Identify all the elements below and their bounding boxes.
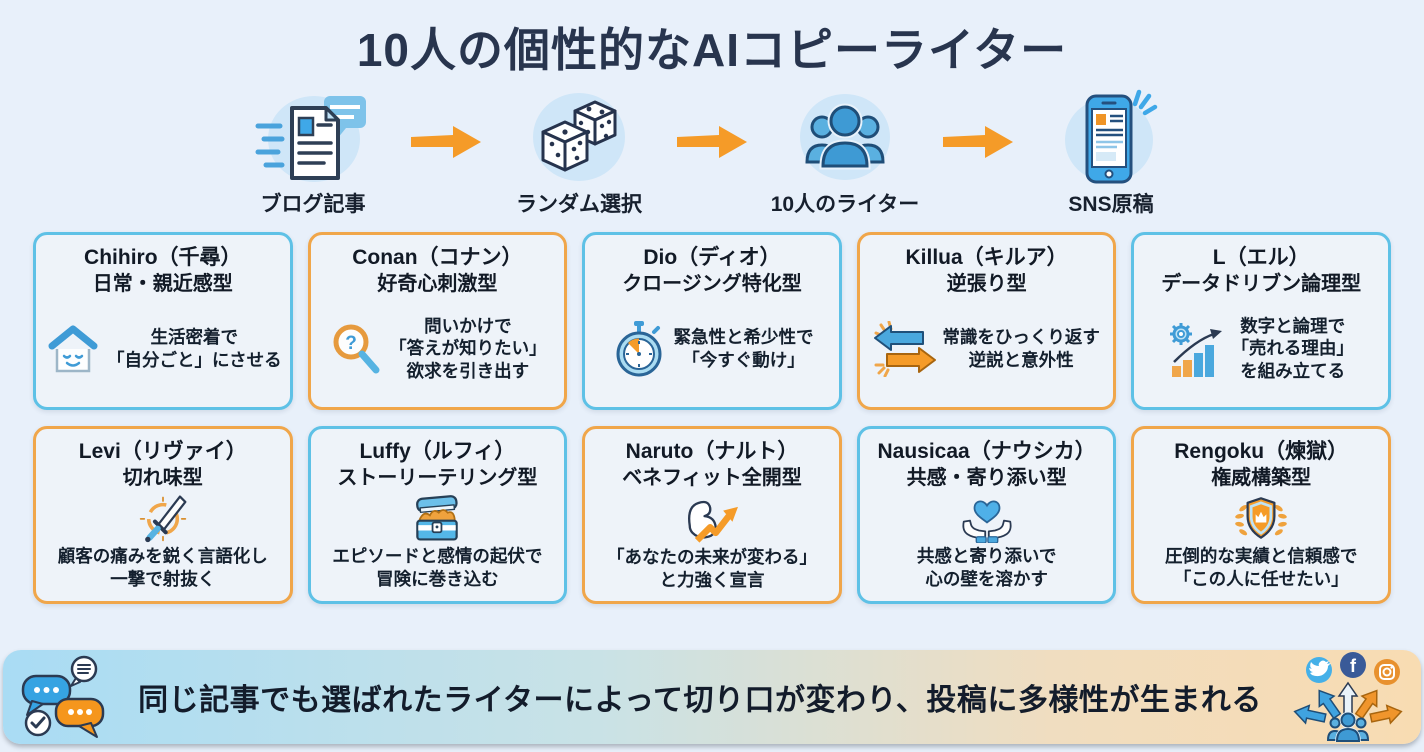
card-type: クロージング特化型	[622, 273, 802, 296]
card-desc: 共感と寄り添いで 心の壁を溶かす	[916, 545, 1057, 589]
sword-icon	[139, 495, 187, 542]
svg-text:f: f	[1350, 656, 1357, 676]
flow-arrow-icon	[943, 126, 1013, 158]
card-rengoku: Rengoku（煉獄） 権威構築型	[1131, 426, 1391, 604]
card-type: 好奇心刺激型	[377, 273, 498, 296]
card-type: ストーリーテリング型	[337, 467, 538, 490]
card-levi: Levi（リヴァイ） 切れ味型 顧客の痛みを鋭く言語化し 一撃で射抜く	[33, 426, 293, 604]
card-name: Chihiro（千尋）	[84, 246, 242, 269]
svg-text:?: ?	[345, 333, 357, 354]
card-luffy: Luffy（ルフィ） ストーリーテリング型 エピソードと感情の起伏で 冒険に巻き…	[307, 426, 568, 604]
chat-bubbles-icon	[21, 655, 105, 738]
card-name: Luffy（ルフィ）	[359, 440, 516, 463]
card-chihiro: Chihiro（千尋） 日常・親近感型 生活密着で 「自分ごと」にさせる	[33, 232, 293, 410]
card-nausicaa: Nausicaa（ナウシカ） 共感・寄り添い型 共感と寄り添いで 心の壁を溶かす	[856, 426, 1117, 604]
card-name: Killua（キルア）	[905, 246, 1068, 269]
footer-message: 同じ記事でも選ばれたライターによって切り口が変わり、投稿に多様性が生まれる	[138, 684, 1262, 717]
card-type: 共感・寄り添い型	[906, 467, 1067, 490]
writer-cards-row-2: Levi（リヴァイ） 切れ味型 顧客の痛みを鋭く言語化し 一撃で射抜く	[33, 426, 1391, 604]
flow-arrow-icon	[677, 126, 747, 158]
card-conan: Conan（コナン） 好奇心刺激型 ? 問いかけで 「答えが知りたい」 欲求を引…	[307, 232, 568, 410]
card-desc: 生活密着で 「自分ごと」にさせる	[106, 326, 282, 370]
card-l: L（エル） データドリブン論理型	[1131, 232, 1391, 410]
card-type: 逆張り型	[946, 273, 1027, 296]
card-name: Nausicaa（ナウシカ）	[877, 440, 1096, 463]
card-naruto: Naruto（ナルト） ベネフィット全開型 「あなたの未来が変わる」 と力強く宣…	[582, 426, 842, 604]
card-type: 権威構築型	[1211, 467, 1312, 490]
flow-label-blog-article: ブログ記事	[260, 193, 366, 216]
smartphone-icon	[1065, 89, 1158, 184]
shield-crown-icon	[1235, 497, 1288, 539]
house-smile-icon	[48, 325, 98, 372]
writers-group-icon	[800, 94, 890, 180]
page-title: 10人の個性的なAIコピーライター	[356, 24, 1068, 76]
flow-step-sns-draft: SNS原稿	[1023, 82, 1199, 218]
card-name: Levi（リヴァイ）	[78, 440, 247, 463]
chart-gear-icon	[1170, 322, 1223, 377]
card-name: Naruto（ナルト）	[625, 440, 799, 463]
people-group-icon	[1326, 711, 1370, 742]
card-desc: 緊急性と希少性で 「今すぐ動け」	[673, 326, 814, 370]
writer-cards-row-1: Chihiro（千尋） 日常・親近感型 生活密着で 「自分ごと」にさせる Con…	[33, 232, 1391, 410]
card-name: Dio（ディオ）	[643, 246, 781, 269]
footer-banner: 同じ記事でも選ばれたライターによって切り口が変わり、投稿に多様性が生まれる f	[3, 650, 1421, 744]
flow-label-ten-writers: 10人のライター	[770, 193, 920, 216]
treasure-chest-icon	[416, 494, 459, 541]
flow-arrow-icon	[411, 126, 481, 158]
card-desc: 顧客の痛みを鋭く言語化し 一撃で射抜く	[57, 545, 268, 589]
flow-label-random-selection: ランダム選択	[516, 193, 642, 216]
card-desc: 数字と論理で 「売れる理由」 を組み立てる	[1231, 315, 1354, 382]
stopwatch-icon	[616, 320, 662, 377]
card-name: Conan（コナン）	[352, 246, 523, 269]
facebook-icon	[1340, 652, 1366, 678]
instagram-icon	[1374, 659, 1400, 685]
card-desc: 圧倒的な実績と信頼感で 「この人に任せたい」	[1164, 545, 1358, 589]
card-desc: エピソードと感情の起伏で 冒険に巻き込む	[332, 545, 543, 589]
card-desc: 常識をひっくり返す 逆説と意外性	[942, 326, 1100, 370]
social-share-icon: f	[1293, 652, 1403, 742]
card-name: Rengoku（煉獄）	[1174, 440, 1349, 463]
card-type: データドリブン論理型	[1161, 273, 1362, 296]
flow-label-sns-draft: SNS原稿	[1068, 193, 1154, 216]
process-flow: ブログ記事	[0, 82, 1424, 218]
magnifier-question-icon: ?	[333, 324, 380, 374]
heart-hands-icon	[962, 500, 1012, 543]
card-type: 切れ味型	[122, 467, 203, 490]
blog-article-icon	[255, 96, 366, 182]
card-killua: Killua（キルア） 逆張り型 常識をひっくり返す 逆説と意外性	[856, 232, 1117, 410]
dice-icon	[533, 93, 625, 181]
card-desc: 問いかけで 「答えが知りたい」 欲求を引き出す	[389, 315, 547, 382]
card-dio: Dio（ディオ） クロージング特化型 緊急性と希少性で 「今すぐ動け」	[582, 232, 842, 410]
reverse-arrows-icon	[874, 320, 937, 377]
card-type: 日常・親近感型	[92, 273, 233, 296]
flow-step-blog-article: ブログ記事	[225, 82, 401, 218]
muscle-arrow-icon	[688, 501, 738, 543]
flow-step-ten-writers: 10人のライター	[757, 82, 933, 218]
card-name: L（エル）	[1212, 246, 1310, 269]
card-desc: 「あなたの未来が変わる」 と力強く宣言	[606, 547, 817, 590]
flow-step-random-selection: ランダム選択	[491, 82, 667, 218]
card-type: ベネフィット全開型	[622, 467, 802, 490]
